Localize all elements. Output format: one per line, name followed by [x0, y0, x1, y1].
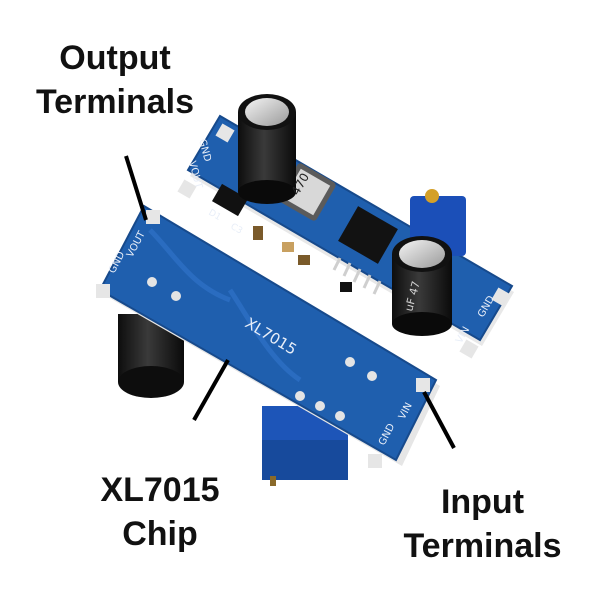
front-vin-pad	[416, 378, 430, 392]
output-pointer-line	[124, 155, 148, 221]
smd-resistor	[282, 242, 294, 252]
trace-2	[227, 288, 302, 383]
via	[367, 371, 377, 381]
back-chip	[338, 206, 398, 264]
output-terminals-label: Output Terminals	[10, 36, 220, 124]
via	[171, 291, 181, 301]
pot-screw	[425, 189, 439, 203]
input-label-line1: Input	[440, 483, 525, 521]
input-terminals-label: Input Terminals	[375, 480, 590, 568]
back-gnd-pad-right	[491, 287, 511, 307]
via	[345, 357, 355, 367]
chip-label-line2: Chip	[122, 515, 198, 553]
smd-part-c1	[340, 282, 352, 292]
trace-1	[148, 228, 231, 303]
via	[147, 277, 157, 287]
smd-c3	[253, 226, 263, 240]
back-vin-pad	[459, 339, 479, 359]
chip-pointer-line	[192, 359, 230, 421]
back-board: GND VOUT D1 C3 470 uF 47 VIN GND	[177, 94, 514, 359]
input-label-line2: Terminals	[403, 527, 562, 565]
capacitor-left	[238, 94, 296, 204]
output-label-line1: Output	[59, 39, 171, 77]
chip-pins	[332, 257, 382, 295]
front-gnd-pad	[96, 284, 110, 298]
front-vout-pad	[146, 210, 160, 224]
back-vout-pad	[177, 179, 197, 199]
potentiometer-under	[262, 406, 348, 486]
output-label-line2: Terminals	[35, 83, 195, 121]
smd-cap	[298, 255, 310, 265]
via	[335, 411, 345, 421]
via	[315, 401, 325, 411]
input-pointer-line	[422, 391, 456, 449]
diode-d1	[212, 183, 248, 217]
xl7015-chip-label: XL7015 Chip	[60, 468, 260, 556]
via	[295, 391, 305, 401]
back-d1-text: D1	[207, 208, 223, 223]
capacitor-right	[392, 236, 452, 336]
front-board: XL7015 VOUT GND VIN GND	[96, 204, 440, 468]
chip-label-line1: XL7015	[100, 471, 220, 509]
front-gnd-pad-right	[368, 454, 382, 468]
back-gnd-pad	[215, 123, 235, 143]
back-c3-text: C3	[229, 222, 244, 237]
